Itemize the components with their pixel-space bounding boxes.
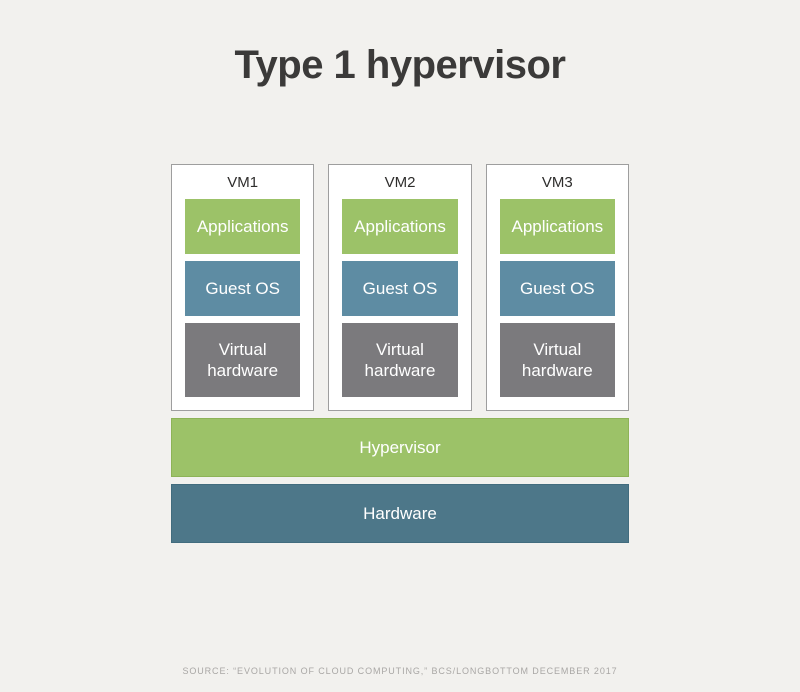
vm2-guest-os-layer: Guest OS — [342, 261, 458, 316]
hardware-bar: Hardware — [171, 484, 629, 543]
vm1-guest-os-layer: Guest OS — [185, 261, 301, 316]
vm-row: VM1 Applications Guest OS Virtual hardwa… — [171, 164, 629, 411]
vm1-applications-layer: Applications — [185, 199, 301, 254]
vm2-virtual-hardware-layer: Virtual hardware — [342, 323, 458, 397]
vm-box-vm2: VM2 Applications Guest OS Virtual hardwa… — [328, 164, 472, 411]
vm3-applications-layer: Applications — [499, 199, 615, 254]
vm3-virtual-hardware-layer: Virtual hardware — [499, 323, 615, 397]
vm2-label: VM2 — [384, 173, 416, 191]
infographic-page: Type 1 hypervisor VM1 Applications Guest… — [0, 40, 800, 676]
source-attribution: SOURCE: “EVOLUTION OF CLOUD COMPUTING,” … — [182, 666, 618, 676]
vm3-guest-os-layer: Guest OS — [499, 261, 615, 316]
vm1-label: VM1 — [227, 173, 259, 191]
hypervisor-bar: Hypervisor — [171, 418, 629, 477]
hypervisor-diagram: VM1 Applications Guest OS Virtual hardwa… — [171, 164, 629, 543]
vm1-virtual-hardware-layer: Virtual hardware — [185, 323, 301, 397]
vm-box-vm1: VM1 Applications Guest OS Virtual hardwa… — [171, 164, 315, 411]
page-title: Type 1 hypervisor — [234, 43, 566, 87]
vm2-applications-layer: Applications — [342, 199, 458, 254]
vm3-label: VM3 — [541, 173, 573, 191]
vm-box-vm3: VM3 Applications Guest OS Virtual hardwa… — [485, 164, 629, 411]
